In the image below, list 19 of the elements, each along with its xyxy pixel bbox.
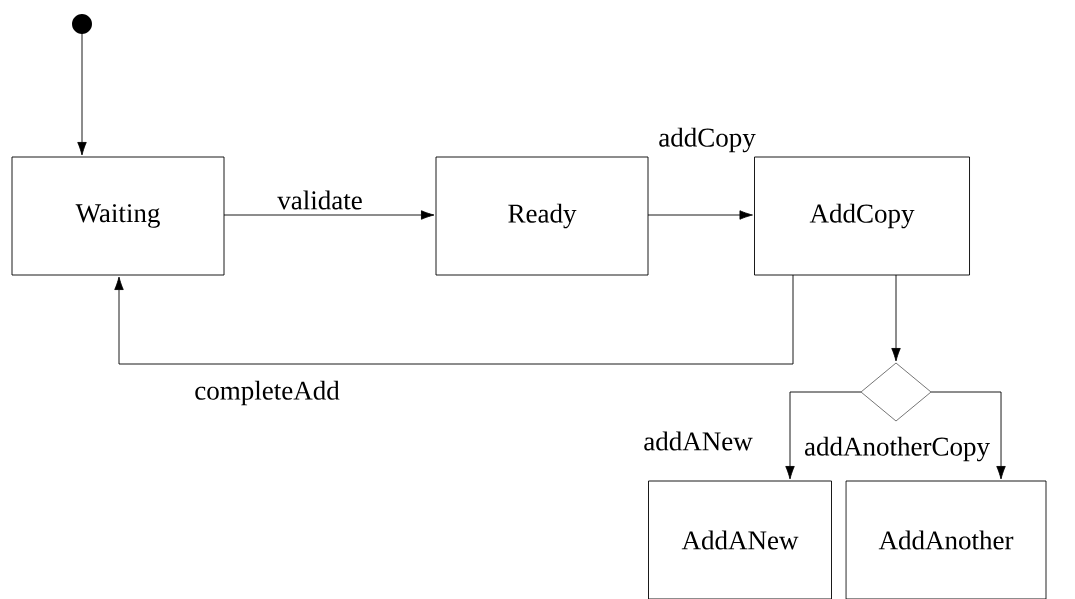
edge-label: validate	[276, 189, 364, 211]
arrow	[891, 274, 901, 362]
edge-label: addCopy	[657, 126, 757, 154]
decision-diamond	[860, 362, 932, 422]
edge-label: addAnotherCopy	[803, 435, 991, 463]
arrow	[647, 210, 753, 220]
state-box: Ready	[435, 156, 649, 276]
state-box: AddCopy	[754, 156, 970, 276]
state-box: AddAnother	[845, 480, 1047, 599]
start-dot	[72, 14, 92, 34]
arrow	[930, 391, 1006, 480]
edge-label: completeAdd	[193, 379, 341, 407]
edge-label: addANew	[642, 430, 754, 452]
arrow	[223, 210, 435, 220]
arrow	[77, 33, 87, 156]
arrow	[785, 391, 862, 480]
arrow	[114, 274, 794, 365]
state-box: Waiting	[11, 156, 225, 276]
state-box: AddANew	[648, 480, 832, 599]
